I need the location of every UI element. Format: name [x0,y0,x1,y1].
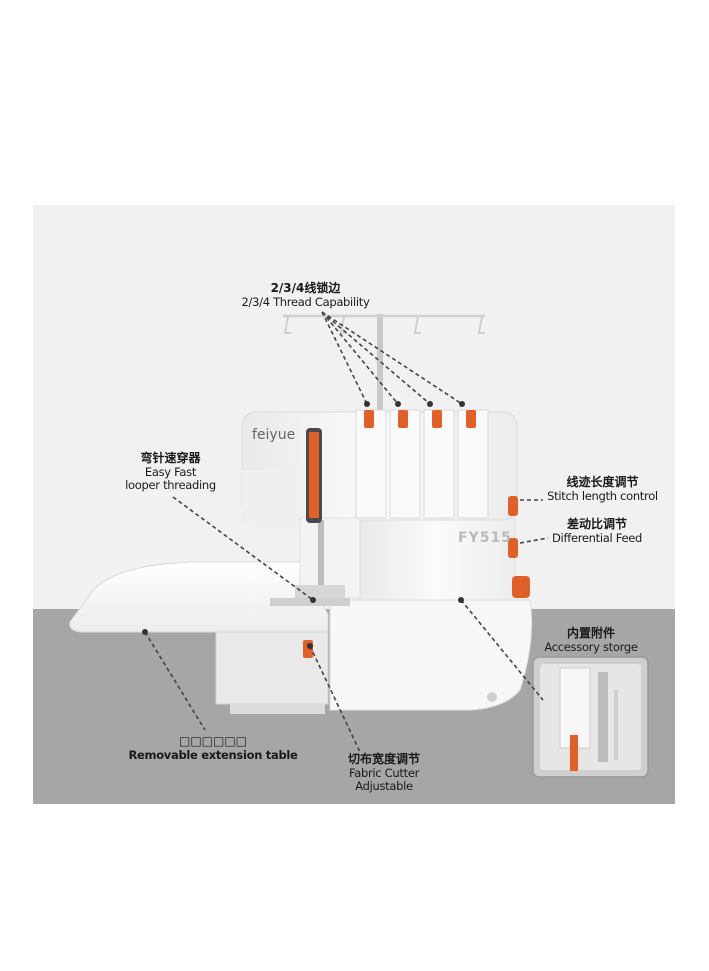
callout-looper-en-line2: looper threading [125,478,216,493]
callout-endpoints [142,401,465,649]
callout-thread: 2/3/4线锁边 2/3/4 Thread Capability [238,281,373,309]
callout-cutter: 切布宽度调节 Fabric Cutter Adjustable [338,752,430,794]
callout-cutter-en-line1: Fabric Cutter [348,765,420,780]
machine-body [241,409,533,711]
callout-looper-en-line1: Easy Fast [144,464,197,479]
callout-thread-en: 2/3/4 Thread Capability [241,294,370,309]
callout-stitch-zh: 线迹长度调节 [566,475,639,489]
callout-thread-zh: 2/3/4线锁边 [270,281,341,295]
callout-stitch-en: Stitch length control [547,488,658,503]
callout-extension-zh: □□□□□□ [178,734,248,748]
callout-cutter-zh: 切布宽度调节 [347,752,420,766]
accessory-inset-photo [532,656,649,778]
callout-extension: □□□□□□ Removable extension table [118,734,308,762]
callout-accessory-en: Accessory storge [544,639,638,654]
callout-looper: 弯针速穿器 Easy Fast looper threading [118,451,223,493]
thread-stand [283,314,485,412]
extension-table [69,561,329,714]
callout-accessory-zh: 内置附件 [566,626,615,640]
callout-leader-lines [144,311,549,753]
callout-differential-zh: 差动比调节 [566,517,627,531]
model-badge: FY515 [458,530,512,546]
callout-extension-en: Removable extension table [128,747,298,762]
callout-accessory: 内置附件 Accessory storge [540,626,642,654]
callout-stitch: 线迹长度调节 Stitch length control [540,475,665,503]
callout-cutter-en-line2: Adjustable [355,779,413,794]
brand-logo: feiyue [252,427,296,443]
callout-differential: 差动比调节 Differential Feed [546,517,648,545]
callout-differential-en: Differential Feed [552,530,642,545]
callout-looper-zh: 弯针速穿器 [140,451,201,465]
